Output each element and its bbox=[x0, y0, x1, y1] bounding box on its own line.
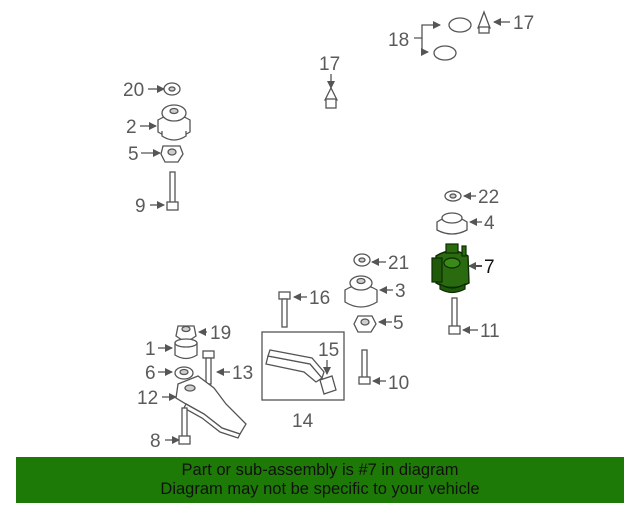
callout-6[interactable]: 6 bbox=[145, 363, 156, 384]
part-17-clip-center bbox=[323, 74, 339, 109]
callout-18[interactable]: 18 bbox=[388, 30, 409, 51]
part-2-mount bbox=[140, 104, 191, 141]
callout-3[interactable]: 3 bbox=[395, 281, 406, 302]
part-9-bolt bbox=[150, 171, 179, 211]
part-16-bolt bbox=[278, 291, 307, 328]
callout-15[interactable]: 15 bbox=[318, 340, 339, 361]
part-12-crossmember bbox=[162, 375, 247, 439]
part-22-washer bbox=[444, 190, 476, 202]
callout-4[interactable]: 4 bbox=[484, 213, 495, 234]
callout-12[interactable]: 12 bbox=[137, 388, 158, 409]
part-5-nut-right bbox=[353, 315, 392, 333]
banner-line-2: Diagram may not be specific to your vehi… bbox=[160, 480, 480, 498]
part-21-washer bbox=[353, 253, 386, 267]
callout-21[interactable]: 21 bbox=[388, 253, 409, 274]
part-3-mount bbox=[344, 275, 393, 308]
callout-5-right[interactable]: 5 bbox=[393, 313, 404, 334]
parts-diagram: 18 17 17 20 2 5 9 bbox=[123, 10, 534, 452]
callout-17-center[interactable]: 17 bbox=[319, 54, 340, 75]
callout-20[interactable]: 20 bbox=[123, 80, 144, 101]
part-14-bracket bbox=[265, 349, 325, 383]
banner-line-1: Part or sub-assembly is #7 in diagram bbox=[181, 461, 459, 479]
callout-11[interactable]: 11 bbox=[480, 321, 500, 342]
highlight-banner: Part or sub-assembly is #7 in diagram Di… bbox=[16, 457, 624, 503]
part-19-cap bbox=[175, 325, 207, 341]
part-17-clip-right bbox=[477, 10, 510, 34]
part-15-pad bbox=[319, 360, 337, 395]
callout-22[interactable]: 22 bbox=[478, 187, 499, 208]
callout-10[interactable]: 10 bbox=[388, 373, 409, 394]
callout-13[interactable]: 13 bbox=[232, 363, 253, 384]
part-14-box bbox=[261, 331, 345, 401]
part-11-bolt bbox=[448, 297, 478, 335]
part-4-mount bbox=[436, 212, 482, 235]
callout-7[interactable]: 7 bbox=[484, 257, 495, 278]
callout-2[interactable]: 2 bbox=[126, 117, 137, 138]
callout-9[interactable]: 9 bbox=[135, 196, 146, 217]
callout-8[interactable]: 8 bbox=[150, 431, 161, 452]
callout-17-right[interactable]: 17 bbox=[513, 13, 534, 34]
part-5-nut-left bbox=[141, 145, 184, 163]
part-13-bolt bbox=[202, 350, 230, 385]
part-10-bolt bbox=[358, 349, 386, 385]
part-6-washer bbox=[158, 366, 194, 380]
callout-16[interactable]: 16 bbox=[309, 288, 330, 309]
callout-19[interactable]: 19 bbox=[210, 323, 231, 344]
part-18-clips bbox=[414, 17, 472, 61]
part-8-bolt bbox=[165, 407, 191, 445]
part-20-washer bbox=[148, 82, 181, 96]
callout-1[interactable]: 1 bbox=[145, 339, 156, 360]
part-1-bushing bbox=[158, 338, 198, 360]
part-7-mount-highlighted[interactable] bbox=[431, 243, 482, 294]
callout-5-left[interactable]: 5 bbox=[128, 144, 139, 165]
callout-14[interactable]: 14 bbox=[292, 411, 314, 432]
